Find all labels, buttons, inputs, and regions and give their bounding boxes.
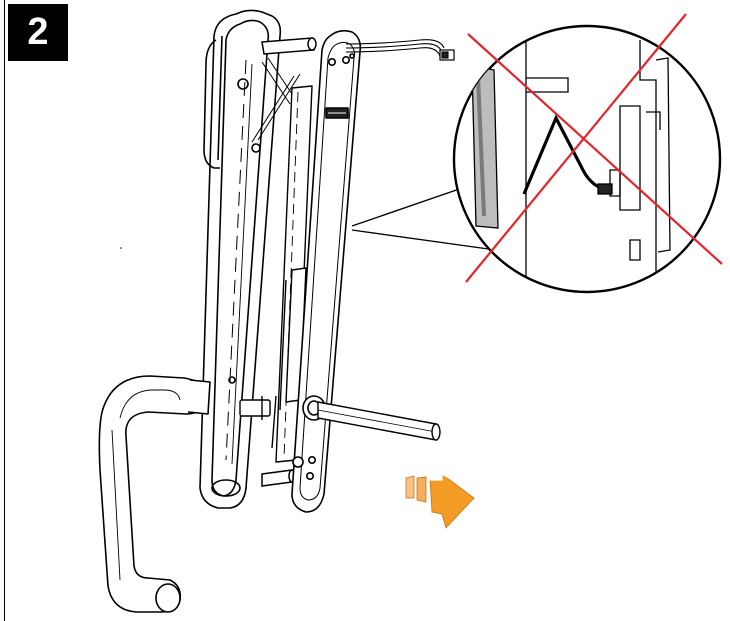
- callout-leader-lines: [351, 185, 511, 253]
- back-plate: [199, 9, 282, 509]
- front-plate: [291, 29, 362, 513]
- connection-cable: [345, 39, 455, 61]
- mounting-rods: [251, 37, 317, 487]
- square-spindle: [317, 401, 441, 441]
- speck-mark: [120, 247, 122, 249]
- prohibited-x-mark: [465, 13, 723, 283]
- lever-handle: [98, 375, 211, 613]
- step-number-badge: 2: [8, 4, 68, 61]
- push-direction-arrow: [405, 472, 475, 529]
- page-border-line: [4, 0, 5, 621]
- detail-magnifier: [452, 13, 723, 294]
